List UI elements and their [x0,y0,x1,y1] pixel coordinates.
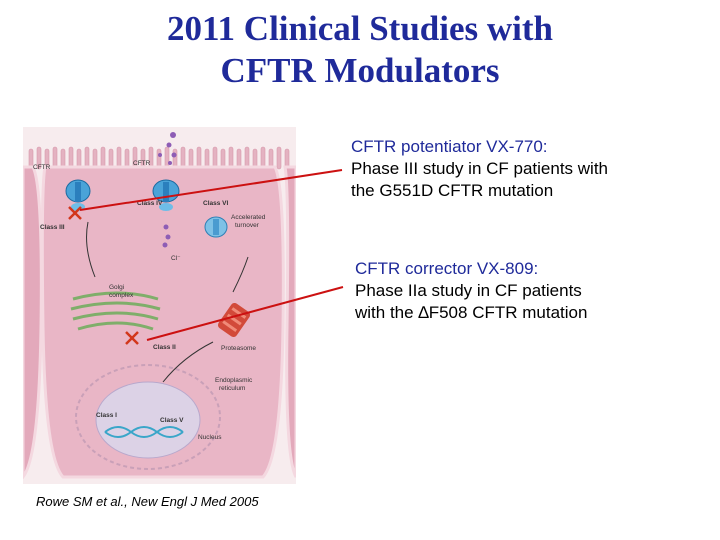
callout-potentiator-heading: CFTR potentiator VX-770: [351,137,548,156]
label-class-iii: Class III [40,224,65,231]
callout-corrector-suffix: F508 CFTR mutation [428,303,588,322]
label-proteasome: Proteasome [221,345,256,352]
label-cftr-top: CFTR [133,160,151,167]
title-line-1: 2011 Clinical Studies with [166,9,554,48]
dna-helix-2 [104,426,184,438]
label-golgi: Golgi [109,284,124,291]
chloride-ions [158,132,177,248]
label-class-vi: Class VI [203,200,228,207]
nucleus [95,381,201,459]
label-cftr-left: CFTR [33,164,51,171]
callout-corrector-line-1: Phase IIa study in CF patients [355,281,582,300]
callout-corrector-heading: CFTR corrector VX-809: [355,259,539,278]
title-line-2: CFTR Modulators [220,51,500,90]
endoplasmic-reticulum [75,364,221,470]
delta-symbol: ∆ [418,303,429,322]
label-class-i: Class I [96,412,117,419]
callout-corrector-line-2: with the ∆F508 CFTR mutation [355,302,587,324]
citation: Rowe SM et al., New Engl J Med 2005 [36,494,259,509]
label-er-2: reticulum [219,385,245,392]
cftr-channel-turnover-icon [204,216,228,238]
label-class-v: Class V [160,417,184,424]
label-accelerated: Accelerated [231,214,266,221]
label-chloride: Cl⁻ [171,255,181,262]
label-golgi-complex: complex [109,292,134,299]
label-class-ii: Class II [153,344,176,351]
label-nucleus: Nucleus [198,434,222,441]
callout-potentiator-line-1: Phase III study in CF patients with [351,159,609,178]
label-er: Endoplasmic [215,377,253,384]
label-turnover: turnover [235,222,260,229]
cftr-cell-diagram: CFTR CFTR Class IV Class VI Class III Ac… [23,127,296,484]
callout-potentiator-line-2: the G551D CFTR mutation [351,181,554,200]
callout-corrector: CFTR corrector VX-809: Phase IIa study i… [355,258,587,324]
slide-title: 2011 Clinical Studies with CFTR Modulato… [0,8,720,92]
callout-potentiator: CFTR potentiator VX-770: Phase III study… [351,136,608,202]
cell-left-edge [23,165,43,480]
label-class-iv: Class IV [137,200,163,207]
callout-corrector-prefix: with the [355,303,419,322]
dna-helix [104,426,184,438]
